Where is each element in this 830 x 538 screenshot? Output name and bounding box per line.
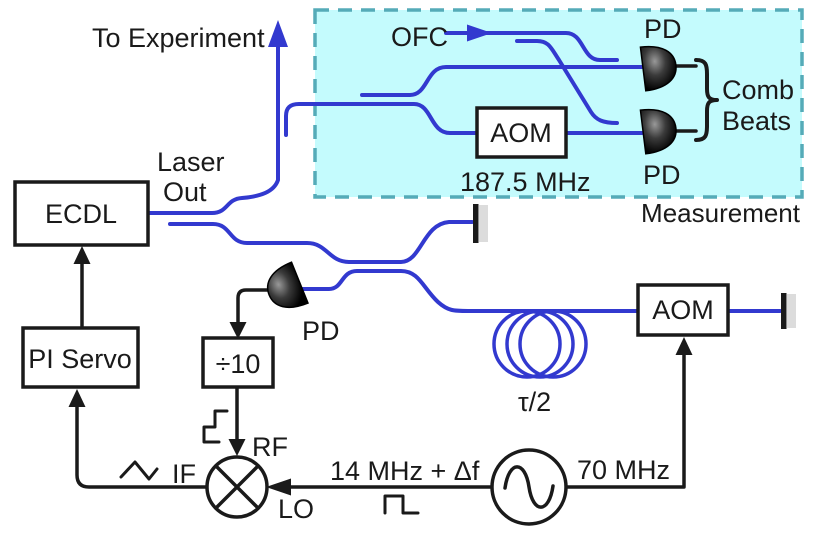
arrow-to-mixer-rf xyxy=(228,439,246,456)
main-aom-box xyxy=(636,283,730,337)
measurement-title: Measurement xyxy=(641,198,801,228)
wire-osc-to-aom xyxy=(564,353,686,489)
fiber-coil-loop-1 xyxy=(492,309,562,379)
mirrors xyxy=(473,204,796,329)
fiber-coil-loop-3 xyxy=(518,309,588,379)
meas-aom-label: AOM xyxy=(490,118,552,148)
if-port-label: IF xyxy=(172,459,196,489)
bottom-pd-icon xyxy=(639,108,677,155)
ref-mirror-shadow xyxy=(479,205,488,242)
to-experiment-label: To Experiment xyxy=(92,23,265,53)
wire-pd-to-divider xyxy=(236,288,270,326)
comb-beats-brace xyxy=(694,58,719,142)
triangle-wave-icon xyxy=(119,460,159,481)
meas-aom-box xyxy=(475,106,568,159)
comb-beats-label-line2: Beats xyxy=(722,106,791,136)
ecdl-label: ECDL xyxy=(45,199,117,229)
sine-wave-icon xyxy=(503,465,555,509)
wire-paths xyxy=(75,58,719,515)
ofc-arrowhead xyxy=(467,24,492,42)
fiber-paths xyxy=(146,31,782,379)
comb-beats-label-line1: Comb xyxy=(722,75,794,105)
lo-port-label: LO xyxy=(278,494,314,524)
end-mirror-icon xyxy=(781,293,787,329)
fiber-ofc xyxy=(444,31,619,62)
mixer-x-icon xyxy=(214,464,260,510)
arrow-to-aom xyxy=(675,337,693,355)
mid-pd-icon xyxy=(266,261,309,309)
top-pd-label: PD xyxy=(644,14,682,44)
fiber-cross-stub xyxy=(515,39,619,125)
end-mirror-shadow xyxy=(787,294,796,328)
pi-servo-box xyxy=(21,326,140,389)
osc-frequency-label: 70 MHz xyxy=(577,455,670,485)
arrow-to-mixer-lo xyxy=(266,478,291,496)
pi-servo-label: PI Servo xyxy=(28,344,132,374)
pulse-wave-icon xyxy=(383,494,420,515)
fiber-tap-to-meas-aom xyxy=(284,102,479,137)
mixer-symbol xyxy=(205,455,269,519)
wire-mixer-to-servo xyxy=(75,402,208,489)
fiber-coil-loop-2 xyxy=(505,309,575,379)
divider-label: ÷10 xyxy=(216,349,261,379)
arrow-to-ecdl xyxy=(73,246,91,264)
fiber-arrowheads xyxy=(268,20,492,47)
ecdl-box xyxy=(13,180,150,247)
divider-box xyxy=(201,336,275,389)
top-pd-icon xyxy=(639,45,677,92)
arrow-to-divider xyxy=(229,322,247,339)
delay-tau-label: τ/2 xyxy=(518,387,551,417)
oscillator-symbol xyxy=(490,448,568,526)
wire-arrowheads xyxy=(68,246,693,496)
fiber-delay-arm xyxy=(299,269,640,313)
bottom-pd-label: PD xyxy=(643,160,681,190)
arrow-to-servo xyxy=(68,389,86,407)
main-aom-label: AOM xyxy=(652,295,714,325)
laser-out-label-line2: Out xyxy=(163,177,207,207)
rf-port-label: RF xyxy=(252,432,288,462)
mid-pd-label: PD xyxy=(302,316,340,346)
photodetectors xyxy=(266,45,677,309)
meas-aom-frequency-label: 187.5 MHz xyxy=(460,167,591,197)
to-experiment-arrowhead xyxy=(268,20,288,47)
fiber-split-to-top-pd xyxy=(360,65,644,97)
ref-mirror-icon xyxy=(473,204,479,243)
lo-frequency-label: 14 MHz + Δf xyxy=(330,456,480,486)
fiber-laser-out xyxy=(146,44,280,215)
ofc-label: OFC xyxy=(391,22,448,52)
square-wave-icon xyxy=(202,409,229,444)
fiber-to-ref-mirror xyxy=(168,220,474,264)
laser-out-label-line1: Laser xyxy=(157,147,225,177)
